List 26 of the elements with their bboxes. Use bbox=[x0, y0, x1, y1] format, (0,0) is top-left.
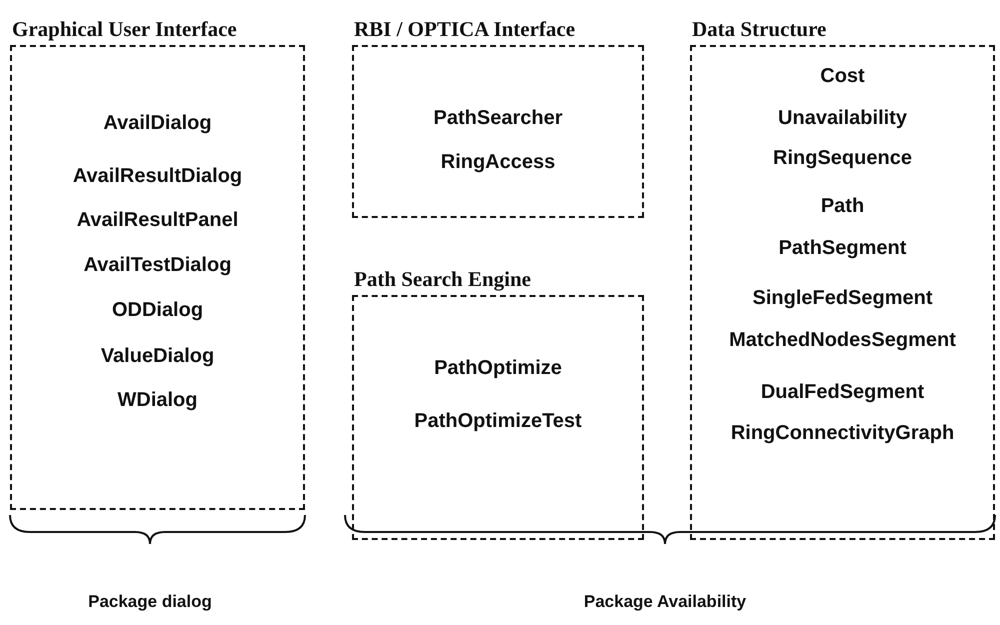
class-name: PathSearcher bbox=[434, 107, 562, 130]
class-name: RingSequence bbox=[773, 147, 912, 170]
class-name: SingleFedSegment bbox=[752, 287, 933, 310]
class-name: RingAccess bbox=[440, 151, 556, 174]
group-title: Data Structure bbox=[692, 17, 826, 42]
class-name: RingConnectivityGraph bbox=[730, 422, 954, 445]
class-name: Unavailability bbox=[778, 107, 907, 130]
group-title: Graphical User Interface bbox=[12, 17, 237, 42]
class-name: Path bbox=[820, 195, 864, 218]
group-title: Path Search Engine bbox=[354, 267, 531, 292]
class-name: WDialog bbox=[118, 389, 198, 412]
class-name: PathOptimize bbox=[434, 357, 562, 380]
class-name: MatchedNodesSegment bbox=[729, 329, 956, 352]
package-label: Package Availability bbox=[584, 592, 746, 612]
class-name: Cost bbox=[820, 65, 865, 88]
class-name: PathSegment bbox=[778, 237, 906, 260]
class-name: ValueDialog bbox=[100, 345, 214, 368]
class-name: PathOptimizeTest bbox=[414, 410, 582, 433]
class-name: AvailDialog bbox=[103, 112, 212, 135]
package-label: Package dialog bbox=[88, 592, 212, 612]
class-name: DualFedSegment bbox=[760, 381, 924, 404]
class-name: AvailTestDialog bbox=[84, 254, 232, 277]
class-name: ODDialog bbox=[112, 299, 204, 322]
class-name: AvailResultDialog bbox=[72, 165, 242, 188]
group-title: RBI / OPTICA Interface bbox=[354, 17, 576, 42]
class-name: AvailResultPanel bbox=[76, 209, 238, 232]
